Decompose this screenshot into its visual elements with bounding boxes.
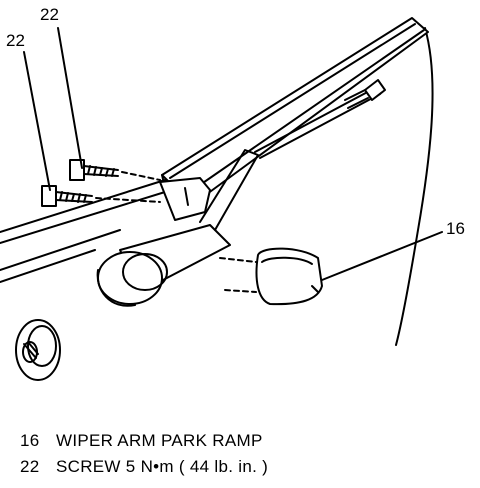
legend-description: WIPER ARM PARK RAMP	[56, 431, 263, 450]
wiper-arm	[161, 17, 429, 211]
grommet	[15, 319, 61, 381]
legend-row-16: 16 WIPER ARM PARK RAMP	[20, 428, 268, 454]
callout-16: 16	[446, 219, 465, 238]
windshield-edge	[395, 27, 434, 346]
park-ramp	[219, 247, 323, 306]
wiper-arm-diagram: 22 22 16	[0, 5, 465, 381]
screw-upper	[69, 159, 161, 181]
leader-line-22a	[57, 27, 83, 169]
leader-line-22b	[23, 51, 51, 191]
leader-line-16	[321, 231, 443, 281]
callout-22-upper: 22	[40, 5, 59, 24]
legend-description: SCREW 5 N•m ( 44 lb. in. )	[56, 457, 269, 476]
arm-bracket	[159, 177, 211, 221]
parts-legend: 16 WIPER ARM PARK RAMP 22 SCREW 5 N•m ( 44…	[20, 428, 268, 480]
legend-row-22: 22 SCREW 5 N•m ( 44 lb. in. )	[20, 454, 268, 480]
callout-22-lower: 22	[6, 31, 25, 50]
legend-number: 22	[20, 457, 40, 476]
pivot-arm	[96, 149, 259, 307]
screw-lower	[41, 185, 161, 207]
legend-number: 16	[20, 431, 40, 450]
